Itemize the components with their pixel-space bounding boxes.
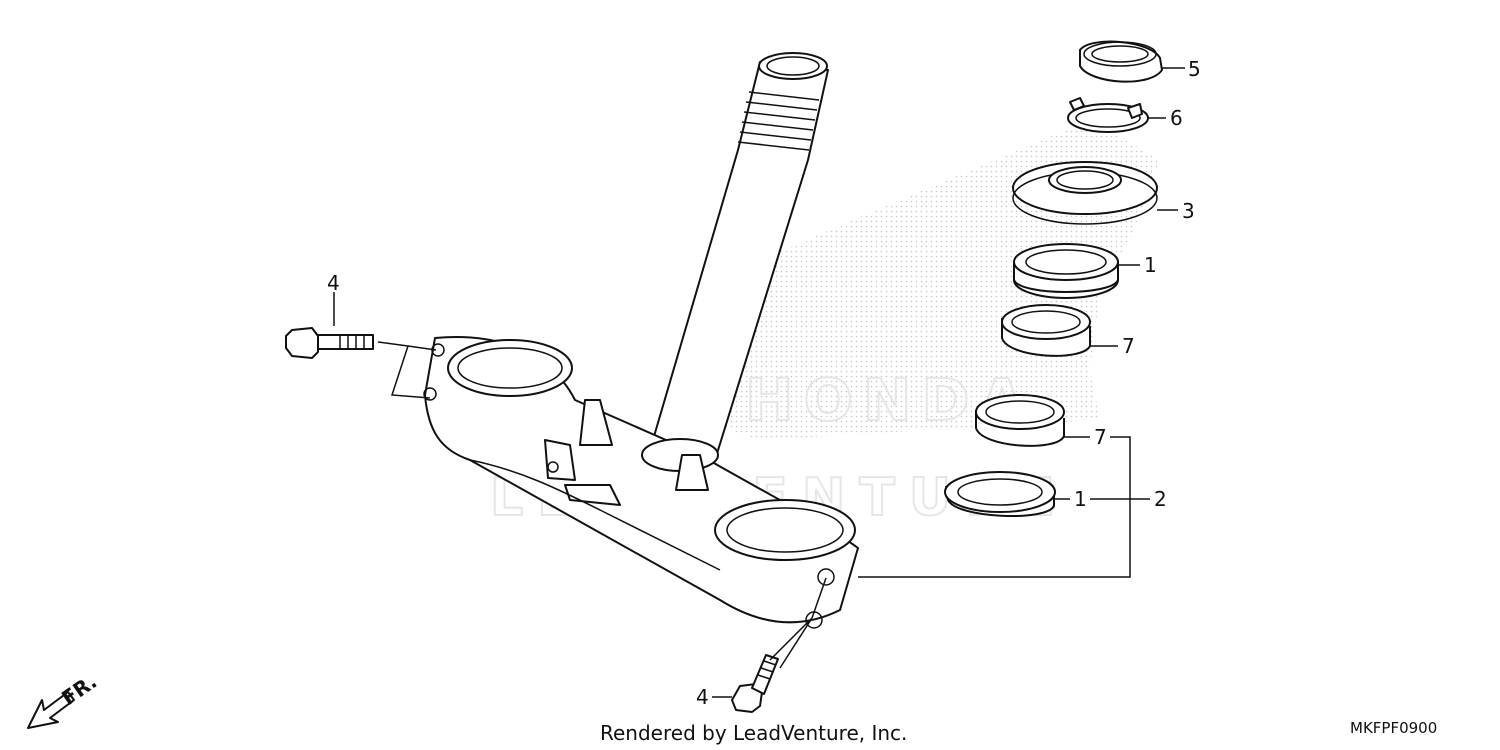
label-4-lower: 4 [696, 685, 709, 709]
label-5: 5 [1188, 57, 1201, 81]
callout-bracket-2 [858, 436, 1150, 578]
dust-seal [1012, 161, 1178, 225]
label-1-lower: 1 [1074, 487, 1087, 511]
bolt-upper [285, 292, 437, 399]
label-4-upper: 4 [327, 271, 340, 295]
label-2: 2 [1154, 487, 1167, 511]
credit-text: Rendered by LeadVenture, Inc. [600, 721, 907, 745]
label-7-upper: 7 [1122, 334, 1135, 358]
lock-nut [1079, 40, 1185, 83]
diagram-code: MKFPF0900 [1350, 719, 1437, 737]
bolt-lower [712, 577, 827, 713]
bearing-race-upper [1013, 243, 1140, 299]
bearing-lower [975, 394, 1090, 447]
label-7-lower: 7 [1094, 425, 1107, 449]
callout-labels: 4 4 5 6 3 1 7 7 1 2 [327, 57, 1201, 709]
label-1-upper: 1 [1144, 253, 1157, 277]
bottom-bridge [423, 335, 859, 629]
bearing-race-lower [944, 471, 1070, 518]
bearing-upper [1001, 304, 1118, 357]
steering-stem [649, 52, 829, 461]
lock-washer [1067, 97, 1166, 133]
label-6: 6 [1170, 106, 1183, 130]
arrow-down-left-icon: FR. [27, 669, 101, 729]
label-3: 3 [1182, 199, 1195, 223]
